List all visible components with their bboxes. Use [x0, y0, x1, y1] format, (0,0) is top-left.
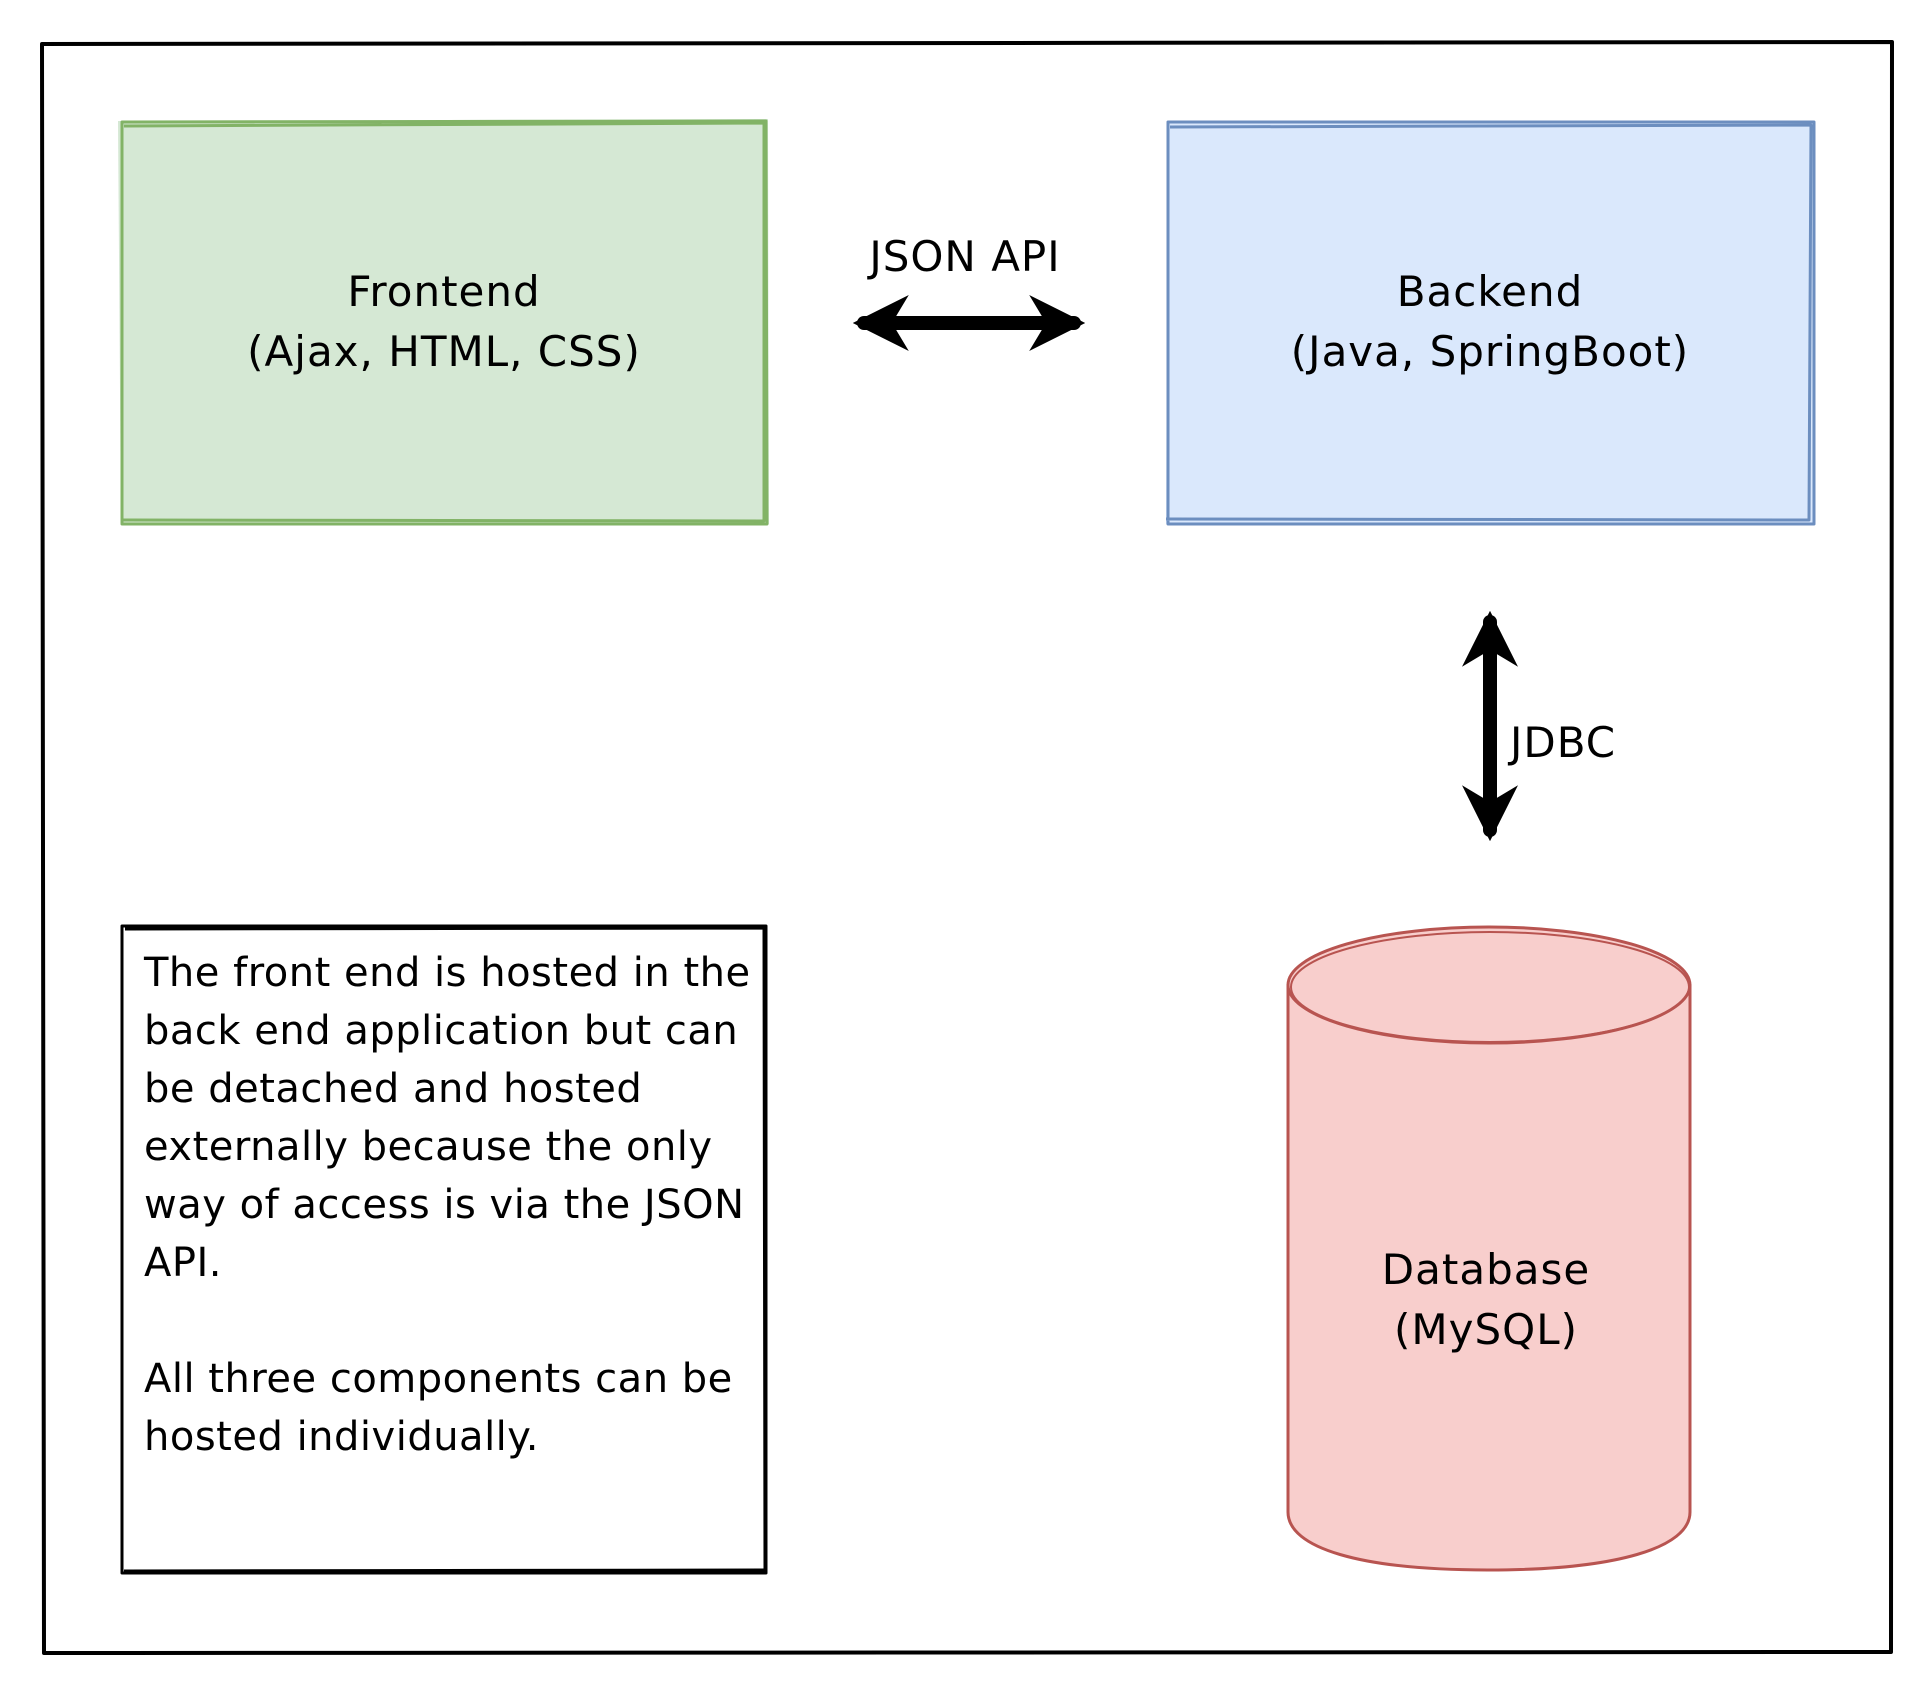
database-node[interactable]: [1286, 925, 1692, 1572]
frontend-box-fill: [118, 119, 769, 524]
frontend-node[interactable]: [118, 119, 769, 526]
database-body: [1286, 983, 1692, 1572]
note-box: [120, 924, 768, 1575]
frontend-label: Frontend (Ajax, HTML, CSS): [120, 262, 768, 382]
json-api-text: JSON API: [869, 232, 1061, 281]
frontend-title: Frontend: [347, 267, 541, 316]
database-subtitle: (MySQL): [1394, 1305, 1578, 1354]
jdbc-label: JDBC: [1510, 718, 1710, 768]
database-label: Database (MySQL): [1286, 1240, 1686, 1360]
backend-box-outline: [1165, 120, 1816, 526]
database-top: [1286, 925, 1692, 1045]
note-paragraph-2: All three components can be hosted indiv…: [144, 1356, 733, 1460]
backend-label: Backend (Java, SpringBoot): [1166, 262, 1814, 382]
note-paragraph-1: The front end is hosted in the back end …: [144, 950, 751, 1286]
frontend-subtitle: (Ajax, HTML, CSS): [247, 327, 641, 376]
backend-title: Backend: [1396, 267, 1584, 316]
backend-box-fill: [1166, 121, 1814, 524]
jdbc-text: JDBC: [1510, 718, 1617, 767]
json-api-label: JSON API: [820, 232, 1110, 282]
backend-node[interactable]: [1165, 120, 1816, 526]
frontend-box-outline: [120, 119, 769, 526]
outer-frame: [40, 40, 1894, 1655]
note-text: The front end is hosted in the back end …: [144, 944, 754, 1466]
database-title: Database: [1381, 1245, 1591, 1294]
database-top-sketch: [1290, 931, 1690, 1043]
backend-subtitle: (Java, SpringBoot): [1290, 327, 1690, 376]
